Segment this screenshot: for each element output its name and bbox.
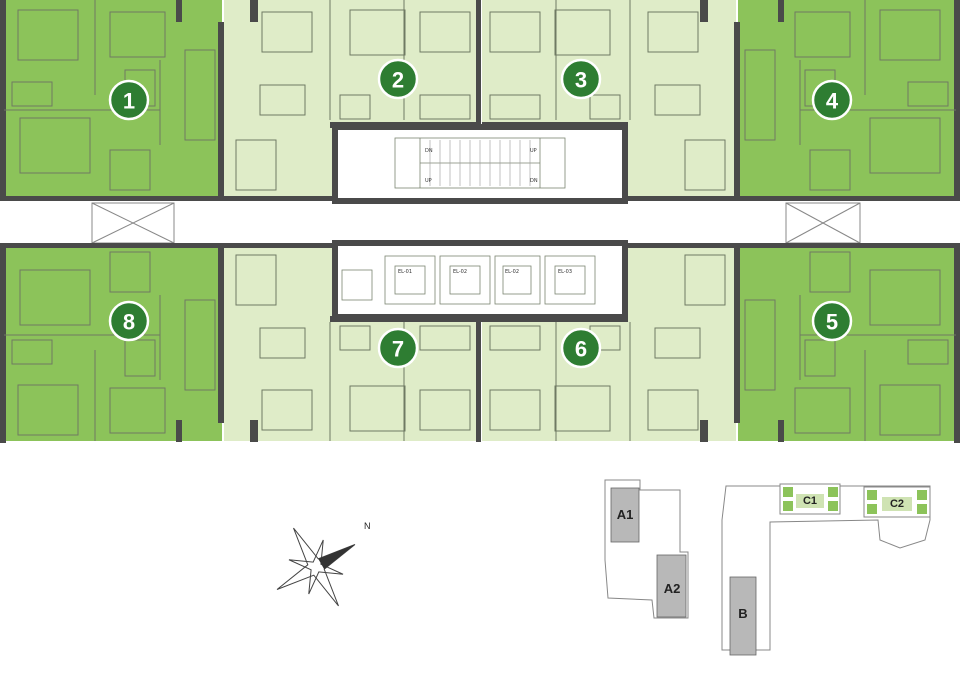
elevator-label-2: EL-02 [453, 269, 467, 275]
stair-core: DN UP UP DN [332, 124, 628, 204]
elevator-core: EL-01 EL-02 EL-02 EL-03 [332, 240, 628, 322]
elevator-label-1: EL-01 [398, 269, 412, 275]
stair-dn-label: DN [425, 148, 433, 154]
apartment-badge-2[interactable]: 2 [377, 58, 419, 100]
svg-text:3: 3 [575, 68, 587, 93]
apartment-badge-1[interactable]: 1 [108, 79, 150, 121]
apartment-badge-3[interactable]: 3 [560, 58, 602, 100]
svg-text:7: 7 [392, 337, 404, 362]
compass-north-label: N [364, 521, 371, 531]
elevator-label-3: EL-02 [505, 269, 519, 275]
site-block-c2[interactable]: C2 [863, 486, 931, 518]
svg-text:C2: C2 [890, 498, 904, 510]
stair-up-label-2: UP [530, 148, 537, 154]
apartment-badge-7[interactable]: 7 [377, 327, 419, 369]
svg-text:C1: C1 [803, 495, 817, 507]
svg-text:5: 5 [826, 310, 838, 335]
light-well-right [785, 202, 861, 244]
stair-up-label: UP [425, 178, 432, 184]
svg-text:1: 1 [123, 89, 135, 114]
svg-text:B: B [738, 606, 747, 621]
compass-rose-icon: N [276, 521, 371, 607]
site-block-a2[interactable]: A2 [656, 554, 687, 618]
site-block-b[interactable]: B [729, 576, 757, 656]
svg-text:8: 8 [123, 310, 135, 335]
apartment-1[interactable] [0, 0, 224, 201]
svg-text:2: 2 [392, 68, 404, 93]
apartment-badge-5[interactable]: 5 [811, 300, 853, 342]
apartment-8[interactable] [0, 243, 224, 443]
apartment-badge-6[interactable]: 6 [560, 327, 602, 369]
apartment-5[interactable] [734, 243, 960, 443]
svg-text:A2: A2 [664, 581, 681, 596]
svg-text:4: 4 [826, 89, 839, 114]
apartment-badge-4[interactable]: 4 [811, 79, 853, 121]
site-block-a1[interactable]: A1 [610, 487, 640, 543]
light-well-left [91, 202, 175, 244]
svg-text:6: 6 [575, 337, 587, 362]
stair-dn-label-2: DN [530, 178, 538, 184]
site-block-c1[interactable]: C1 [779, 483, 841, 515]
apartment-badge-8[interactable]: 8 [108, 300, 150, 342]
elevator-label-4: EL-03 [558, 269, 572, 275]
svg-text:A1: A1 [617, 507, 634, 522]
